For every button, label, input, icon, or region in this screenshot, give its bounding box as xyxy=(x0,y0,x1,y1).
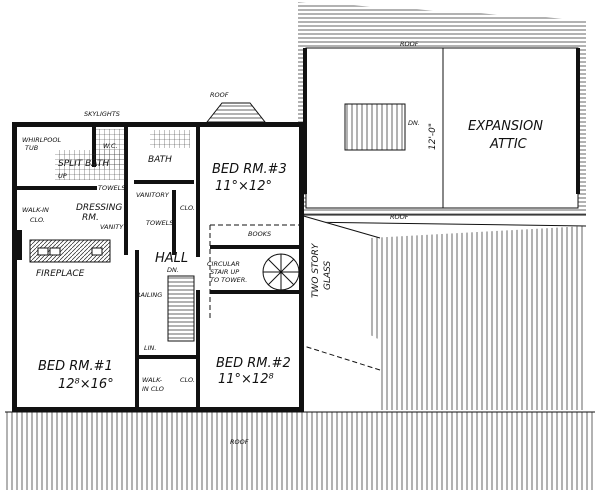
dressing-label: DRESSING xyxy=(76,203,122,213)
roof-label: ROOF xyxy=(210,91,229,99)
bed-room-2-label: BED RM.#2 xyxy=(216,356,291,371)
bath-tiles xyxy=(55,129,190,180)
tub-label: TUB xyxy=(25,144,39,152)
bed-room-1-size: 12⁸×16° xyxy=(58,377,114,392)
circular-stair-label-2: STAIR UP xyxy=(210,268,239,276)
up-label: UP xyxy=(58,172,67,180)
bed-room-2-size: 11°×12⁸ xyxy=(218,372,274,387)
attic-dn-label: DN. xyxy=(408,119,420,127)
circular-stair xyxy=(262,253,300,291)
attic-label: ATTIC xyxy=(489,137,528,152)
fireplace-label: FIREPLACE xyxy=(36,269,85,279)
glass-label: GLASS xyxy=(323,260,333,290)
walk-in-label: WALK- xyxy=(142,376,163,384)
whirlpool-label: WHIRLPOOL xyxy=(22,136,62,144)
railing-label: RAILING xyxy=(136,291,162,299)
bed-room-3-size: 11°×12° xyxy=(215,179,272,194)
hall-label: HALL xyxy=(155,251,188,266)
closet-label-b: CLO. xyxy=(180,376,195,384)
two-story-glass-area xyxy=(214,214,586,410)
walk-in-closet-label: WALK-IN xyxy=(22,206,49,214)
closet-label: CLO. xyxy=(180,204,195,212)
roof-label: ROOF xyxy=(390,213,409,221)
circular-stair-label: CIRCULAR xyxy=(207,260,240,268)
linen-label: LIN. xyxy=(144,344,156,352)
fireplace xyxy=(29,239,111,263)
dimension-label: 12'-0" xyxy=(428,123,438,150)
vanity-label: VANITY xyxy=(100,223,124,231)
skylights-label: SKYLIGHTS xyxy=(84,110,120,118)
split-bath-label: SPLIT BATH xyxy=(58,159,109,169)
roof-label: ROOF xyxy=(400,40,419,48)
room-labels: ROOF ROOF ROOF ROOF SKYLIGHTS WHIRLPOOL … xyxy=(22,40,543,446)
walk-in-closet-label-b: IN CLO xyxy=(142,385,164,393)
roof-label: ROOF xyxy=(230,438,249,446)
dn-label: DN. xyxy=(167,266,179,274)
bottom-roof xyxy=(5,411,595,490)
circular-stair-label-3: TO TOWER. xyxy=(210,276,247,284)
bed-room-1-label: BED RM.#1 xyxy=(38,359,113,374)
walk-in-closet-label-2: CLO. xyxy=(30,216,45,224)
towels-label: TOWELS xyxy=(98,184,125,192)
attic-stair xyxy=(344,103,406,151)
skylight-roof xyxy=(205,102,267,123)
attic-roof xyxy=(297,2,587,227)
vanitory-label: VANITORY xyxy=(136,191,170,199)
hall-stair xyxy=(167,275,195,342)
dressing-rm-label: RM. xyxy=(82,213,99,223)
expansion-label: EXPANSION xyxy=(468,119,543,134)
two-story-label: TWO STORY xyxy=(311,242,321,298)
bath-label: BATH xyxy=(148,155,172,165)
towels-label: TOWELS xyxy=(146,219,173,227)
books-label: BOOKS xyxy=(248,230,271,238)
bed-room-3-label: BED RM.#3 xyxy=(212,162,287,177)
wc-label: W.C. xyxy=(103,142,118,150)
